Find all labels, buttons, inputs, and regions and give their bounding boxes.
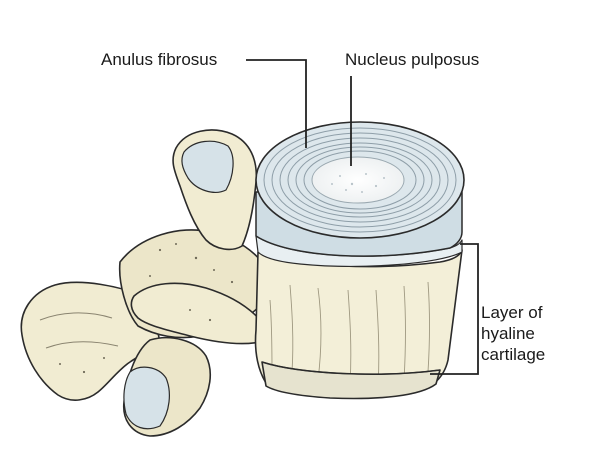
label-layer-line-2: hyaline bbox=[481, 324, 535, 343]
nucleus-pulposus-shape bbox=[311, 156, 405, 204]
cartilage-bracket bbox=[430, 243, 479, 375]
facet-surface-bottom bbox=[123, 366, 170, 430]
facet-surface-top bbox=[181, 140, 234, 193]
spinous-process bbox=[20, 281, 161, 401]
label-layer-line-1: Layer of bbox=[481, 303, 543, 322]
transverse-process bbox=[130, 282, 263, 345]
anulus-leader bbox=[246, 59, 307, 148]
label-anulus-fibrosus: Anulus fibrosus bbox=[101, 50, 218, 69]
anulus-rings bbox=[263, 127, 457, 233]
intervertebral-disc bbox=[255, 121, 465, 267]
vertebral-body bbox=[254, 249, 463, 400]
label-nucleus-pulposus: Nucleus pulposus bbox=[345, 50, 480, 69]
label-layer-line-3: cartilage bbox=[481, 345, 546, 364]
posterior-arch bbox=[20, 129, 267, 437]
label-layer-of-hyaline-cartilage: Layer of hyaline cartilage bbox=[481, 302, 545, 365]
leader-lines bbox=[246, 59, 479, 375]
